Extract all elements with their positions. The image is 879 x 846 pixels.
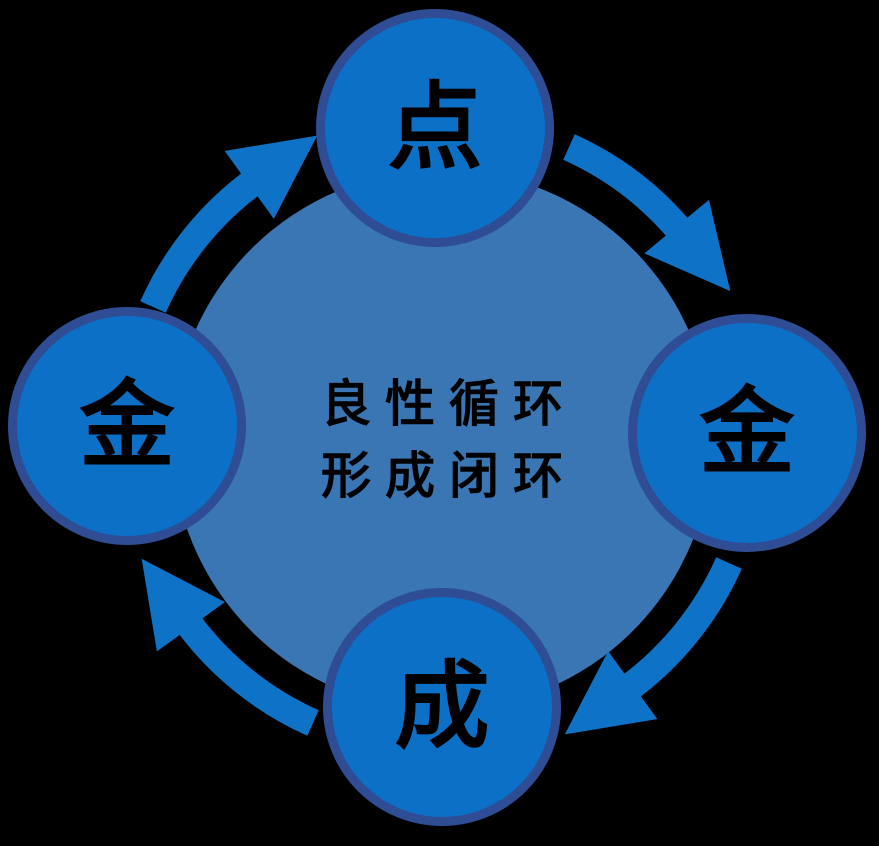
arrow-bottom-to-left-icon [141,558,319,736]
node-right: 金 [628,314,866,552]
arrow-top-to-right-icon [563,134,731,292]
node-left: 金 [8,307,246,545]
arrow-right-to-bottom-icon [564,557,742,735]
node-top: 点 [316,9,554,247]
center-caption: 良性循环 形成闭环 [307,368,577,513]
center-caption-line2: 形成闭环 [321,447,577,505]
arrow-left-to-top-icon [140,135,318,313]
center-caption-line1: 良性循环 [321,374,577,433]
node-bottom: 成 [323,588,561,826]
node-right-label: 金 [699,377,795,488]
node-left-label: 金 [79,370,175,481]
node-top-label: 点 [387,72,483,183]
node-bottom-label: 成 [394,651,490,762]
